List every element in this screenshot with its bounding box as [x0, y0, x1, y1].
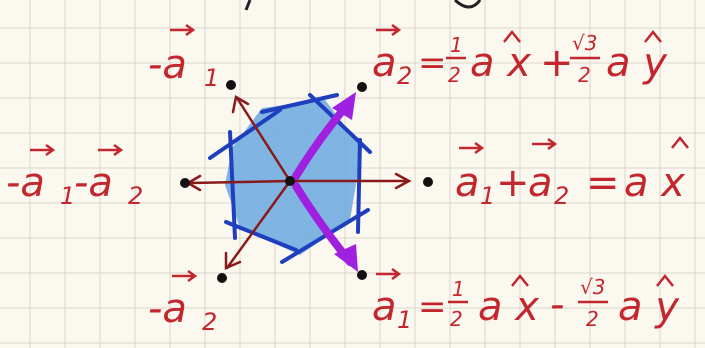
- lattice-points: [180, 80, 433, 283]
- vec-arrow-icon: [98, 143, 124, 157]
- a2-plus: +: [540, 40, 574, 86]
- label-a2-definition: a 2 = 1 2 a x + √3 2 a y: [372, 23, 668, 90]
- a1-frac2-den: 2: [586, 307, 599, 331]
- pos-sum-eq: =: [586, 160, 620, 206]
- vec-arrow-icon: [376, 267, 402, 281]
- a2-term1: a x: [470, 40, 531, 86]
- pos-sum-a1: a: [455, 160, 480, 206]
- neg-a1-sub: 1: [204, 64, 219, 92]
- neg-a1-text: -a: [148, 42, 187, 88]
- pos-sum-rhs: a x: [624, 160, 685, 206]
- lattice-arrows: [185, 95, 412, 270]
- a1-def-eq: =: [418, 287, 447, 327]
- neg-a2-text: -a: [148, 286, 187, 332]
- hat-icon: [644, 29, 662, 43]
- label-neg-a1: -a 1: [148, 23, 219, 92]
- a2-frac1-den: 2: [448, 63, 461, 87]
- hat-icon: [503, 29, 521, 43]
- a2-def-eq: =: [418, 43, 447, 83]
- a1-term2: a y: [618, 284, 680, 330]
- a1-term1: a x: [478, 284, 539, 330]
- neg-sum-a1: -a: [6, 160, 45, 206]
- a1-frac2-num: √3: [580, 275, 605, 299]
- neg-sum-a2: -a: [74, 160, 113, 206]
- hat-icon: [511, 273, 529, 287]
- neg-sum-sub2: 2: [128, 182, 143, 210]
- primitive-arrowheads: [332, 92, 358, 272]
- label-neg-a2: -a 2: [148, 269, 217, 336]
- vec-arrow-icon: [532, 137, 558, 151]
- pos-sum-sub2: 2: [554, 182, 569, 210]
- hat-icon: [671, 135, 689, 149]
- label-a1-definition: a 1 = 1 2 a x - √3 2 a y: [372, 267, 680, 334]
- a1-def-sub: 1: [397, 306, 412, 334]
- vec-arrow-icon: [30, 143, 56, 157]
- label-neg-sum: -a 1 -a 2: [6, 143, 143, 210]
- a2-term2: a y: [606, 40, 668, 86]
- hat-icon: [656, 273, 674, 287]
- a2-frac2-num: √3: [572, 31, 597, 55]
- vec-arrow-icon: [376, 23, 402, 37]
- a2-frac1-num: 1: [450, 33, 463, 57]
- a1-frac1-num: 1: [452, 277, 465, 301]
- pos-sum-sub1: 1: [480, 182, 495, 210]
- vec-arrow-icon: [172, 269, 198, 283]
- a1-frac1-den: 2: [450, 307, 463, 331]
- neg-sum-sub1: 1: [60, 182, 75, 210]
- a2-def-a: a: [372, 40, 397, 86]
- vec-arrow-icon: [170, 23, 196, 37]
- a1-minus: -: [550, 282, 564, 328]
- pos-sum-plus: +: [496, 160, 530, 206]
- vec-arrow-icon: [459, 141, 485, 155]
- cutoff-title-strokes: [244, 0, 482, 11]
- a2-frac2-den: 2: [578, 63, 591, 87]
- a2-def-sub: 2: [397, 62, 412, 90]
- pos-sum-a2: a: [528, 160, 553, 206]
- a1-def-a: a: [372, 284, 397, 330]
- label-pos-sum: a 1 + a 2 = a x: [455, 135, 689, 210]
- neg-a2-sub: 2: [202, 308, 217, 336]
